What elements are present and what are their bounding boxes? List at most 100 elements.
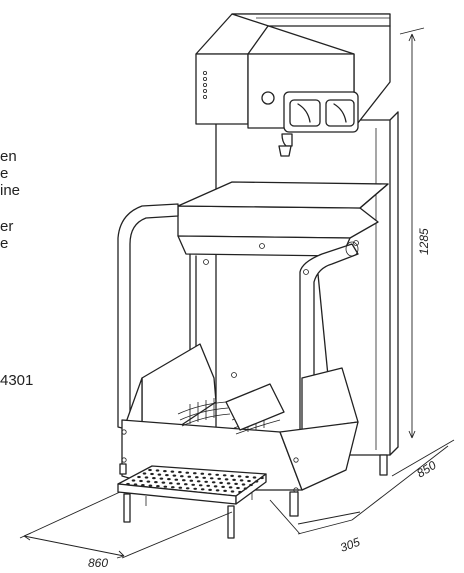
perforation-hole [172,474,177,477]
perforation-hole [182,479,186,482]
perforation-hole [163,485,168,488]
indicator-leds [202,71,207,100]
perforation-hole [238,490,242,494]
perforation-hole [215,489,220,492]
perforation-hole [200,488,205,491]
perforation-hole [228,486,233,489]
perforation-hole [141,484,145,487]
sink-trough [177,181,389,257]
perforation-hole [202,476,206,479]
perforation-hole [187,475,192,478]
side-text-line-6: 4301 [0,372,34,389]
perforation-hole [211,481,216,484]
dimension-lines [19,27,455,559]
perforation-hole [133,483,138,486]
perforation-hole [223,489,227,492]
perforation-hole [206,484,210,487]
perforation-hole [144,476,149,479]
water-spout [278,133,295,191]
perforation-hole [170,470,175,473]
perforation-hole [224,478,229,481]
perforation-hole [184,483,188,486]
perforation-hole [167,478,171,481]
perforation-hole [163,470,167,473]
perforation-hole [159,477,164,480]
perforation-hole [237,475,242,478]
perforation-hole [198,484,203,487]
perforation-hole [189,479,194,482]
step-perforations [126,468,264,494]
dimension-width: 860 [88,556,108,570]
dimension-height: 1285 [417,228,431,255]
perforation-hole [239,479,244,482]
perforation-hole [219,481,223,484]
side-text-line-2: e [0,165,9,182]
perforation-hole [208,488,212,491]
perforation-hole [209,477,214,480]
perforation-hole [161,481,166,484]
perforation-hole [243,487,248,490]
perforation-hole [213,485,218,488]
perforation-hole [191,483,195,486]
perforation-hole [139,479,143,483]
perforation-hole [215,473,219,476]
perforation-hole [252,476,257,479]
perforation-hole [245,475,249,478]
side-text-line-1: en [0,148,17,165]
sensor-windows [283,91,359,133]
perforation-hole [241,483,246,486]
perforation-hole [232,478,236,481]
perforation-hole [165,474,169,477]
perforation-hole [249,483,253,487]
perforation-hole [236,486,240,490]
perforation-hole [126,482,130,486]
perforation-hole [131,479,136,482]
perforation-hole [230,490,235,493]
perforation-hole [142,472,147,475]
perforation-hole [157,473,162,476]
perforation-hole [207,473,212,476]
perforation-hole [180,475,184,478]
perforation-hole [178,486,183,489]
perforation-hole [254,480,259,483]
perforation-hole [193,487,197,490]
perforation-hole [200,472,205,475]
perforation-hole [152,477,156,480]
perforation-hole [185,471,190,474]
side-text-line-4: er [0,218,14,235]
perforation-hole [171,486,175,489]
perforation-hole [154,481,158,484]
perforation-hole [217,477,221,480]
perforation-hole [156,485,160,488]
dimension-step-depth: 305 [338,535,362,555]
perforation-hole [155,469,160,472]
perforation-hole [195,476,199,479]
perforation-hole [150,472,154,476]
perforation-hole [260,476,264,480]
perforation-hole [178,471,182,474]
perforation-hole [176,482,181,485]
perforation-hole [193,472,197,475]
perforated-step [117,465,267,539]
perforation-hole [148,484,153,487]
perforation-hole [221,485,225,488]
perforation-hole [226,482,231,485]
perforation-hole [222,474,227,477]
boot-brush-tub [119,343,359,517]
perforation-hole [146,480,151,483]
perforation-hole [174,478,179,481]
perforation-hole [247,479,251,483]
perforation-hole [196,480,201,483]
perforation-hole [234,482,238,485]
perforation-hole [204,480,208,483]
side-text-line-5: e [0,235,9,252]
perforation-hole [185,487,190,490]
control-housing [195,13,391,133]
perforation-hole [137,475,141,479]
round-switch [261,91,275,105]
side-text-line-3: ine [0,182,21,199]
perforation-hole [148,468,152,472]
perforation-hole [230,474,234,477]
